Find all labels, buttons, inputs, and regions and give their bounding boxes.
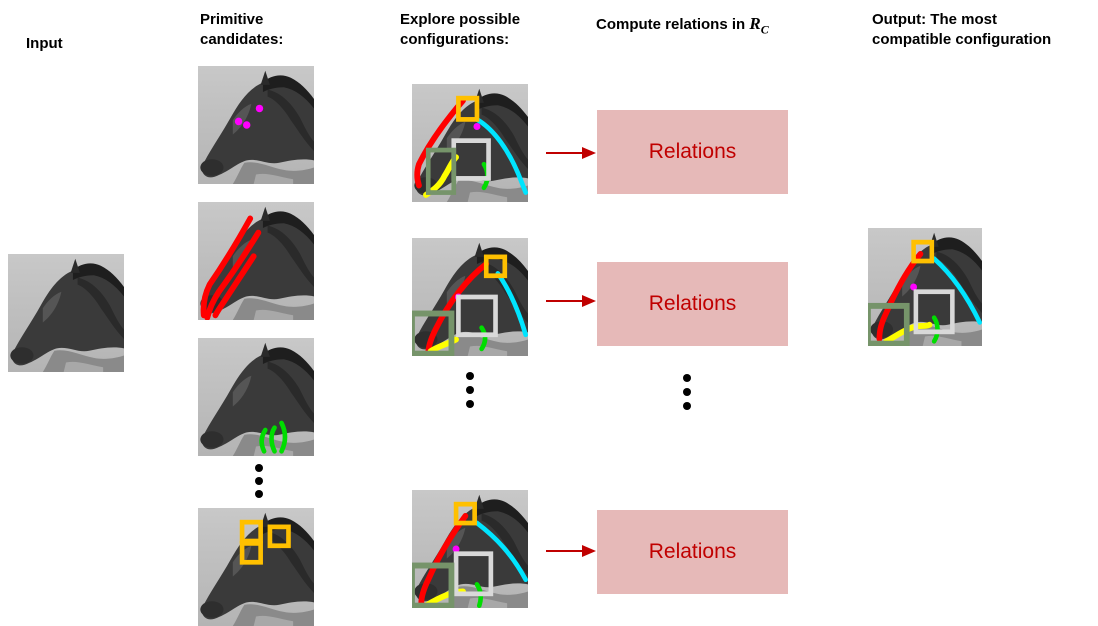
head-box	[911, 239, 935, 264]
keypoint-marker	[452, 545, 460, 553]
candidate-keypoints-image	[198, 66, 314, 184]
keypoint-marker	[910, 283, 918, 291]
relations-box: Relations	[597, 510, 788, 594]
configuration-image-2	[412, 238, 528, 356]
relation-set-symbol: RC	[749, 14, 769, 37]
head-box-candidate	[239, 541, 263, 565]
primitive-candidates-header: Primitive candidates:	[200, 11, 284, 48]
vertical-ellipsis-icon	[466, 372, 474, 408]
candidate-green-contours-image	[198, 338, 314, 456]
head-box-candidate	[267, 524, 291, 549]
head-box	[453, 501, 477, 526]
muzzle-box	[425, 147, 457, 195]
vertical-ellipsis-icon	[255, 464, 263, 498]
arrow-icon	[546, 147, 596, 159]
mouth-box	[913, 289, 955, 335]
arrow-icon	[546, 295, 596, 307]
candidate-red-contours-image	[198, 202, 314, 320]
compute-relations-header: Compute relations in RC	[596, 14, 769, 39]
relations-box: Relations	[597, 110, 788, 194]
keypoint-marker	[473, 122, 481, 131]
head-box	[456, 95, 480, 122]
candidate-head-boxes-image	[198, 508, 314, 626]
muzzle-box	[412, 562, 455, 608]
muzzle-box	[412, 310, 455, 356]
vertical-ellipsis-icon	[683, 374, 691, 410]
keypoint-marker	[243, 121, 251, 129]
keypoint-marker	[234, 117, 243, 126]
head-box	[483, 254, 508, 279]
arrow-icon	[546, 545, 596, 557]
input-horse-image	[8, 254, 124, 372]
configuration-image-1	[412, 84, 528, 202]
muzzle-box	[868, 302, 910, 346]
keypoint-marker	[255, 104, 264, 113]
output-configuration-image	[868, 228, 982, 346]
head-box-candidate	[239, 519, 263, 544]
compute-relations-text: Compute relations in	[596, 16, 750, 33]
input-header: Input	[26, 35, 63, 52]
output-header: Output: The most compatible configuratio…	[872, 11, 1052, 48]
mouth-box	[453, 551, 494, 597]
configuration-image-3	[412, 490, 528, 608]
relations-box: Relations	[597, 262, 788, 346]
explore-configurations-header: Explore possible configurations:	[400, 11, 521, 48]
mouth-box	[456, 294, 498, 338]
